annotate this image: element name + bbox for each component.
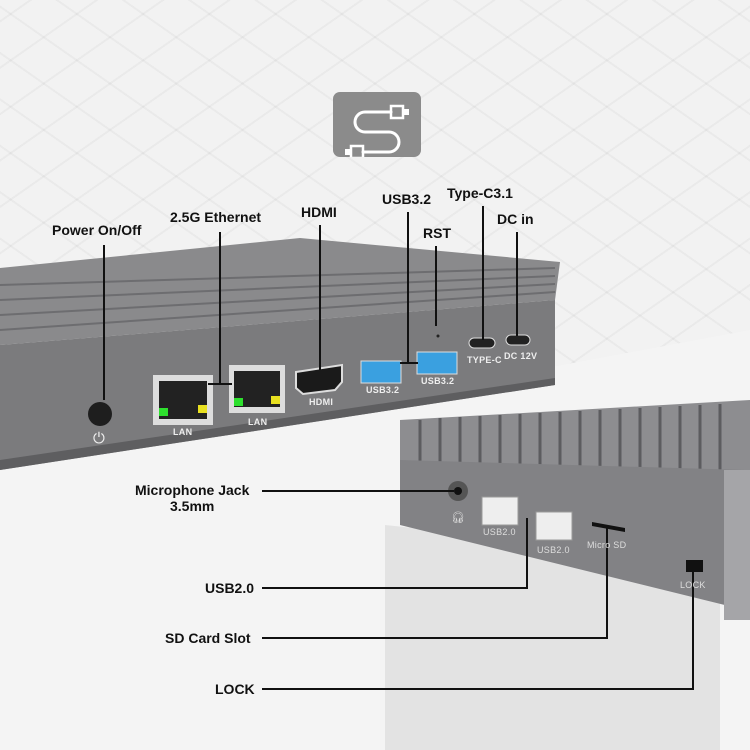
- mic-label: Microphone Jack 3.5mm: [135, 482, 249, 514]
- usb-cable-icon: [345, 104, 409, 160]
- lock-slot: [686, 560, 703, 572]
- lan2-port-label: LAN: [248, 417, 268, 427]
- usb32-2-port-label: USB3.2: [421, 376, 455, 386]
- usb20-port-1: [481, 496, 519, 526]
- front-device-fins: [0, 267, 556, 331]
- usb20-1-port-label: USB2.0: [483, 527, 516, 537]
- sd-callout-vertical: [606, 528, 608, 639]
- usb20-label: USB2.0: [205, 580, 255, 596]
- mic-label-line1: Microphone Jack: [135, 482, 250, 498]
- usb20-2-port-label: USB2.0: [537, 545, 570, 555]
- usb20-port-2: [535, 511, 573, 541]
- sd-label: SD Card Slot: [165, 630, 251, 646]
- hdmi-port: [295, 363, 343, 396]
- lock-label: LOCK: [215, 681, 255, 697]
- power-callout-line: [103, 245, 105, 400]
- front-device-top: [0, 238, 560, 345]
- hdmi-label: HDMI: [301, 204, 337, 220]
- rst-callout-line: [435, 246, 437, 326]
- dc-port: [505, 334, 531, 346]
- usb32-1-port-label: USB3.2: [366, 385, 400, 395]
- ethernet-callout-line: [219, 232, 221, 384]
- power-button[interactable]: [88, 402, 112, 426]
- hdmi-port-label: HDMI: [309, 397, 334, 407]
- headphone-icon: 🎧︎: [451, 512, 465, 524]
- typec-callout-line: [482, 206, 484, 340]
- usb32-port-2: [416, 351, 458, 375]
- microsd-port-label: Micro SD: [587, 540, 627, 550]
- power-icon: ⏻: [93, 430, 105, 447]
- mic-callout-line: [262, 490, 454, 492]
- usb32-callout-branch: [400, 362, 418, 364]
- typec-port-label: TYPE-C: [467, 355, 502, 365]
- rst-button[interactable]: [436, 334, 440, 338]
- lan1-port-label: LAN: [173, 427, 193, 437]
- microsd-slot: [592, 522, 625, 532]
- usb20-callout-line: [262, 587, 528, 589]
- usb32-callout-line: [407, 212, 409, 364]
- power-label: Power On/Off: [52, 222, 142, 238]
- mic-label-line2: 3.5mm: [170, 498, 215, 514]
- ethernet-label: 2.5G Ethernet: [170, 209, 262, 225]
- usb-cable-icon-box: [333, 92, 421, 160]
- usb20-callout-vertical: [526, 518, 528, 589]
- lock-callout-vertical: [692, 572, 694, 690]
- lock-port-label: LOCK: [680, 580, 706, 590]
- side-device-top: [400, 400, 750, 470]
- typec-label: Type-C3.1: [447, 185, 513, 201]
- lan-port-2: [229, 365, 285, 413]
- dc-label: DC in: [497, 211, 534, 227]
- ethernet-callout-branch: [208, 383, 232, 385]
- sd-callout-line: [262, 637, 608, 639]
- lock-callout-line: [262, 688, 694, 690]
- usb32-label: USB3.2: [382, 191, 432, 207]
- usb32-port-1: [360, 360, 402, 384]
- rst-label: RST: [423, 225, 451, 241]
- side-device-fins: [418, 404, 722, 471]
- dc-callout-line: [516, 232, 518, 336]
- hdmi-callout-line: [319, 225, 321, 370]
- lan-port-1: [153, 375, 213, 425]
- dc-port-label: DC 12V: [504, 351, 538, 361]
